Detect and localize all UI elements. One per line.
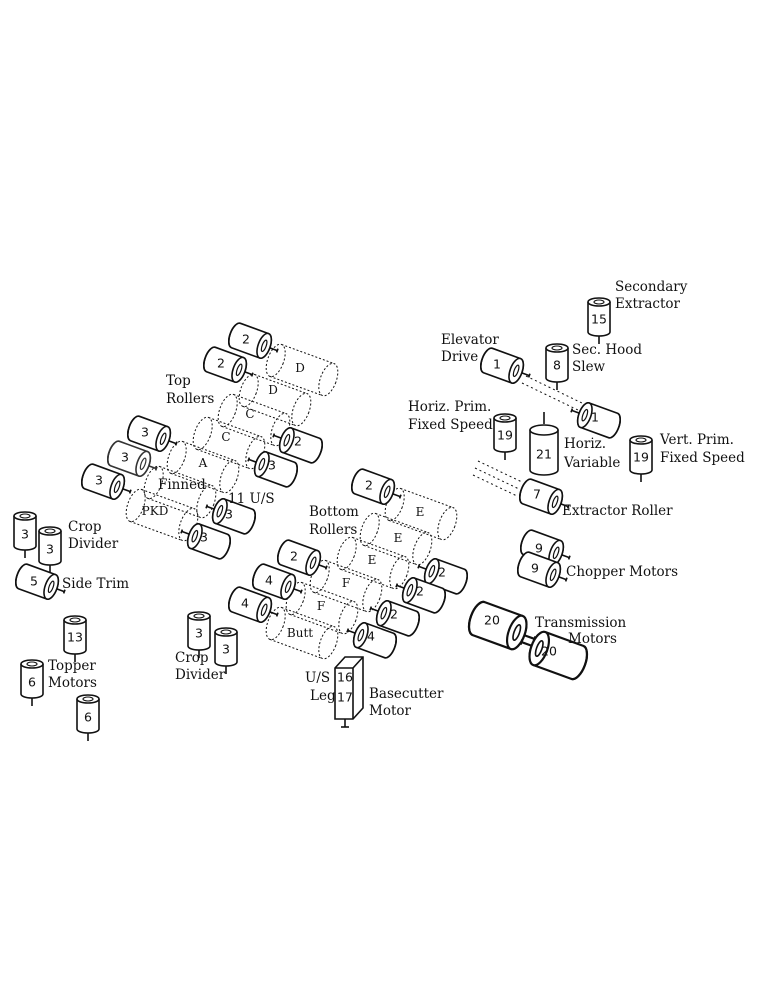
motor-number: 3 [95,473,103,488]
vert-prim-fixed-label: Vert. Prim. Fixed Speed [659,432,745,466]
sec-hood-slew-label: Sec. Hood Slew [572,342,646,375]
crop-divider-mid-label: Crop Divider [175,650,226,683]
motor-number: 19 [633,450,649,465]
crop-divider-left-label: Crop Divider [68,519,119,552]
roller-letter: C [221,430,230,444]
basecutter-motor [334,656,364,728]
motor-number: 3 [141,425,149,440]
motor-number: 20 [541,644,557,659]
chopper-motors-label: Chopper Motors [566,564,678,580]
motor-number: 3 [195,626,203,641]
motor-number: 15 [591,312,607,327]
top-left-motors: 2 2 3 3 3 [78,320,283,505]
roller-letter: F [342,576,350,590]
roller-letter: PKD [142,504,169,518]
top-right-motors: 2 3 3 3 [176,422,326,562]
transmission-motor-1 [464,598,542,657]
motor [348,466,406,510]
bottom-left-motors: 2 2 4 4 [225,466,406,628]
topper-motors-label: Topper Motors [48,658,100,691]
motor-number: 20 [484,613,500,628]
bottom-rollers-group: E E E F F Butt [261,485,462,662]
us-leg-label: U/S Leg [305,670,336,704]
motor-number: 17 [337,690,353,705]
horiz-variable-motor [529,412,559,476]
motor-number: 6 [84,710,92,725]
motor-number: 4 [241,596,249,611]
motor-number: 2 [365,478,373,493]
bottom-right-motors: 2 2 2 4 [342,553,471,661]
side-trim-label: Side Trim [62,576,129,592]
motor-number: 2 [290,549,298,564]
motor-number: 4 [265,573,273,588]
roller-letter: E [368,553,377,567]
motor-number: 3 [21,527,29,542]
motor-number: 2 [294,434,302,449]
roller-letter: D [295,361,305,375]
roller-letter: E [394,531,403,545]
motor-number: 7 [533,487,541,502]
side-trim-motor [12,561,70,605]
motor-number: 9 [531,561,539,576]
motor-number: 3 [200,530,208,545]
horiz-prim-fixed-label: Horiz. Prim. Fixed Speed [408,399,496,433]
motor-number: 3 [46,542,54,557]
motor-number: 3 [268,458,276,473]
motor-number: 1 [591,410,599,425]
roller-letter: D [268,383,278,397]
basecutter-motor-label: Basecutter Motor [369,686,448,719]
motor-number: 9 [535,541,543,556]
motor-number: 2 [242,332,250,347]
motor-number: 21 [536,447,552,462]
chopper-motor-2 [514,549,572,593]
motor-number: 3 [225,507,233,522]
extractor-roller-shaft [472,460,523,497]
motor-number: 13 [67,630,83,645]
motor-number: 19 [497,428,513,443]
finned-label: Finned [158,477,206,493]
roller-letter: A [198,456,208,470]
motor-number: 6 [28,675,36,690]
elevator-drive-label: Elevator Drive [441,332,503,365]
motor-number: 2 [217,356,225,371]
extractor-roller-label: Extractor Roller [562,503,673,519]
motor-number: 3 [121,450,129,465]
roller-letter: Butt [287,626,313,640]
motor-number: 8 [553,358,561,373]
horiz-variable-label: Horiz. Variable [563,436,620,471]
top-rollers-group: D D C C A PKD [121,341,343,544]
elevator-motor-top [477,345,535,389]
motor-number: 2 [438,565,446,580]
motor-number: 1 [493,357,501,372]
motor-number: 3 [222,642,230,657]
motor-number: 5 [30,574,38,589]
transmission-motors-label: Transmission Motors [535,615,631,647]
motor-number: 16 [337,670,353,685]
motor-number: 2 [416,584,424,599]
roller-letter: E [416,505,425,519]
motor-number: 2 [390,607,398,622]
secondary-extractor-label: Secondary Extractor [615,279,692,312]
roller-letter: C [245,407,254,421]
us-11-label: 11 U/S [228,491,275,507]
top-rollers-label: Top Rollers [166,373,214,407]
roller-letter: F [317,599,325,613]
bottom-rollers-label: Bottom Rollers [309,504,363,538]
motor-number: 4 [367,629,375,644]
elevator-shaft [521,375,585,412]
